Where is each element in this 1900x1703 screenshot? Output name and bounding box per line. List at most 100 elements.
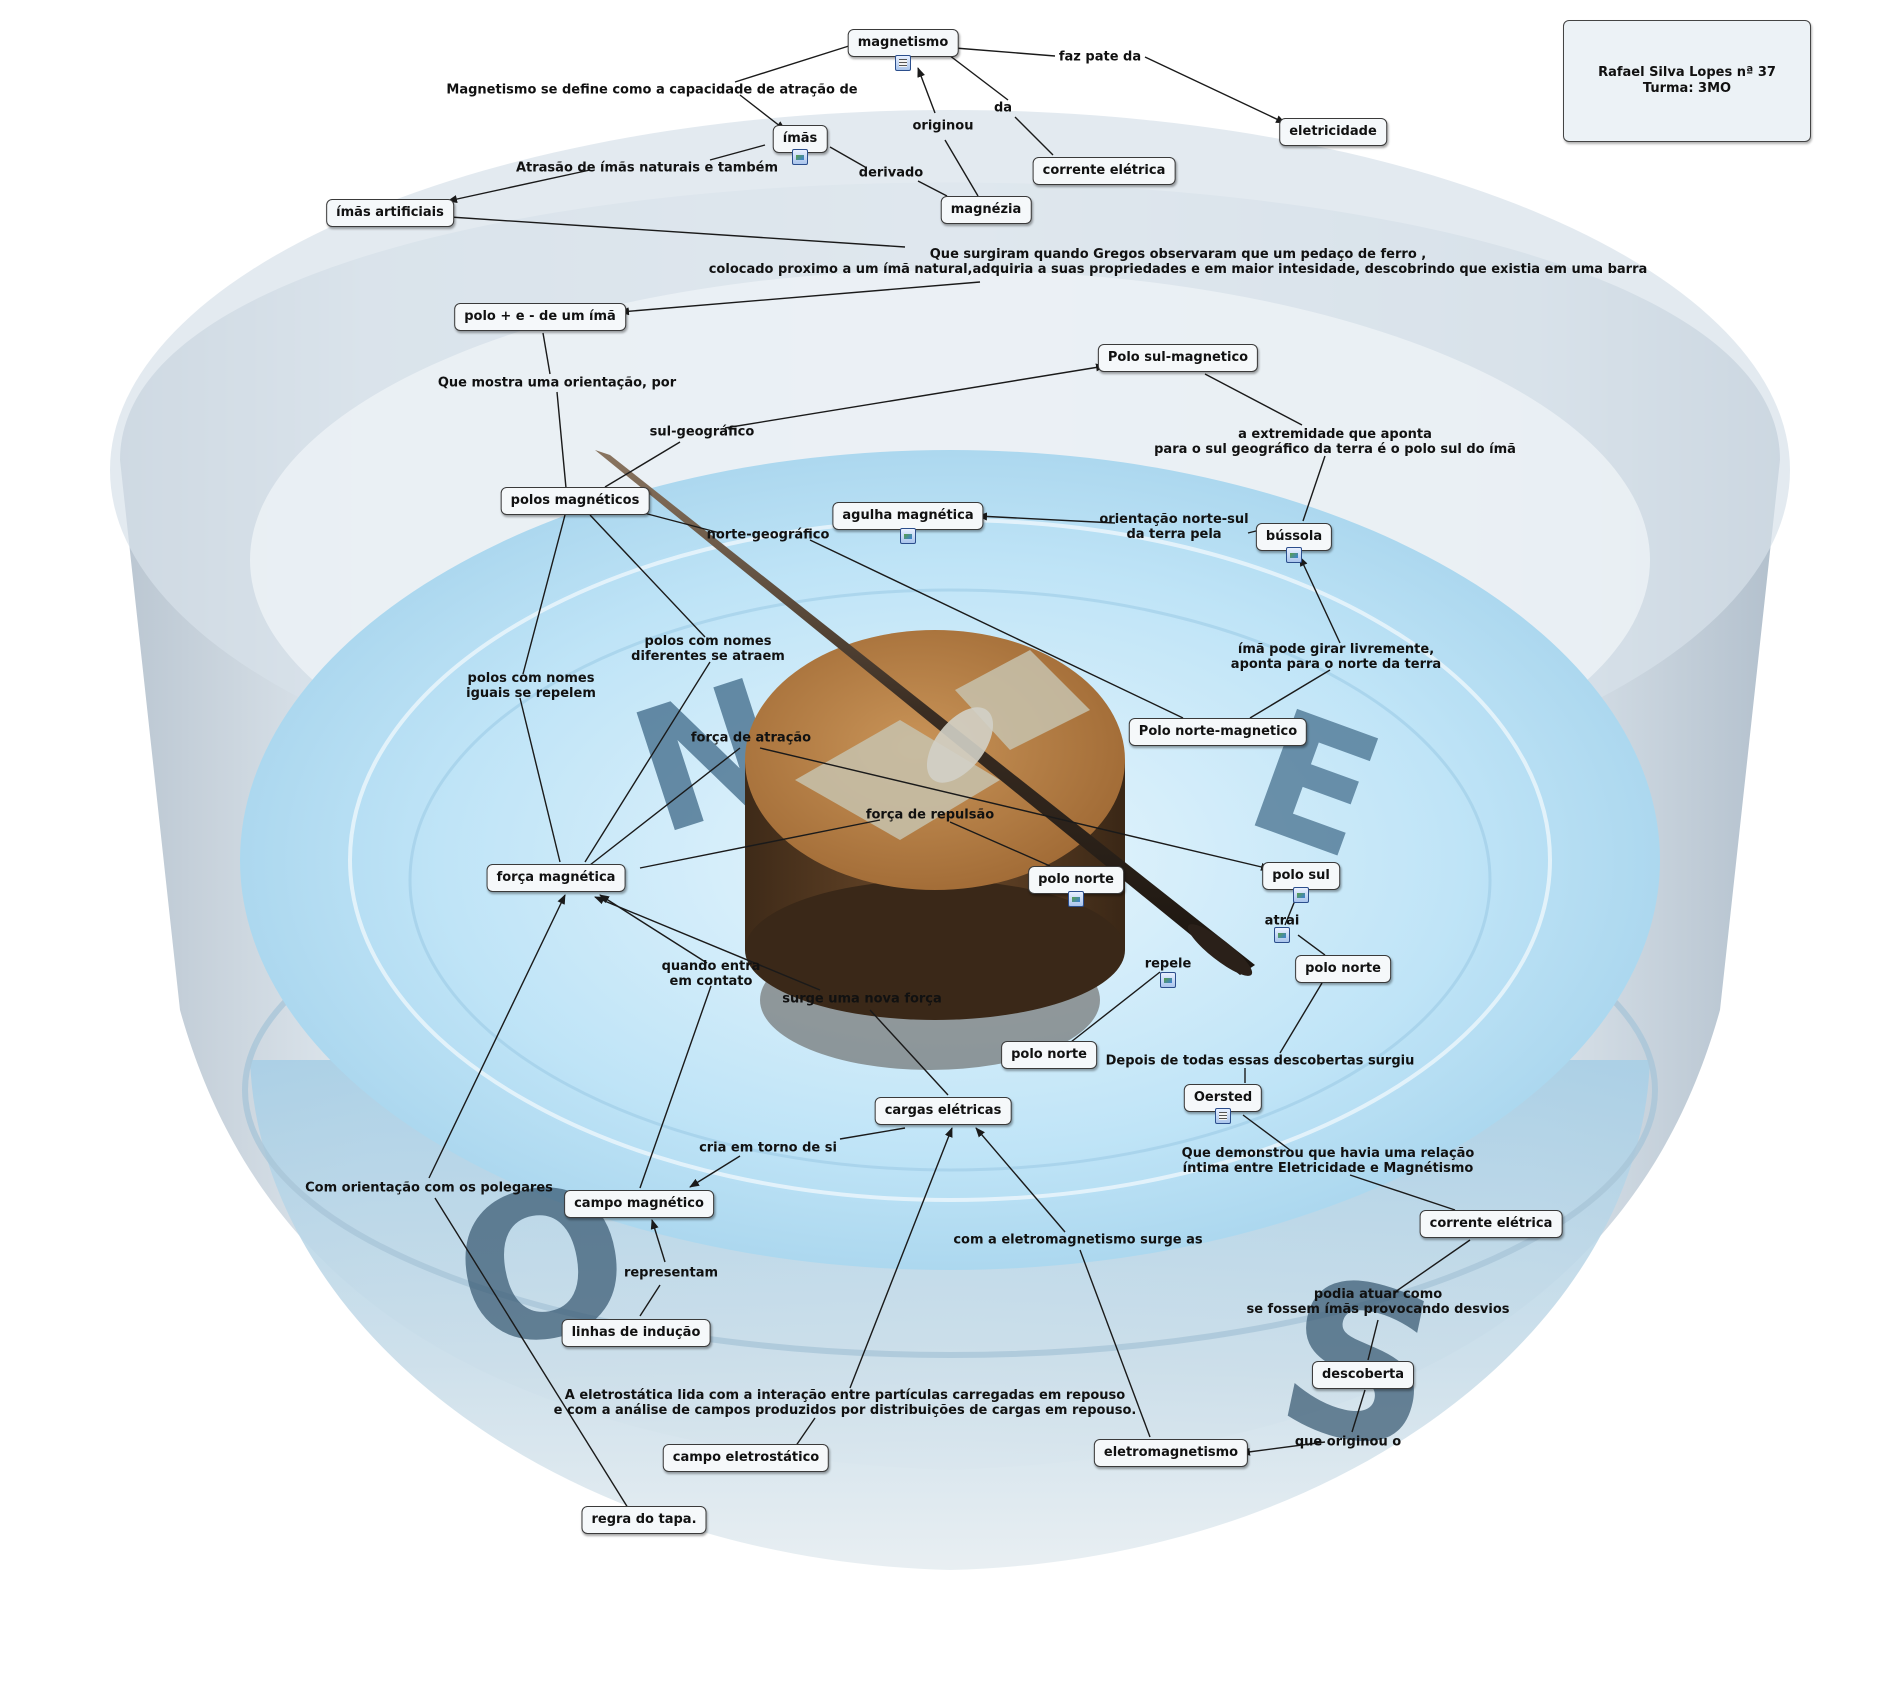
link-surge-nova-forca: surge uma nova força [782, 991, 942, 1007]
connector-line [639, 1284, 661, 1317]
connector-line [639, 511, 721, 534]
link-faz-pate-da: faz pate da [1058, 49, 1142, 65]
connector-line [1302, 455, 1326, 522]
concept-polo-sul-magnetico[interactable]: Polo sul-magnetico [1097, 344, 1259, 372]
link-polos-iguais: polos com nomes iguais se repelem [466, 671, 596, 701]
link-polos-diferentes: polos com nomes diferentes se atraem [631, 634, 785, 664]
concept-polo-norte-magnetico[interactable]: Polo norte-magnetico [1128, 718, 1308, 746]
link-mostra-orientacao: Que mostra uma orientação, por [437, 375, 677, 391]
connector-line [542, 332, 551, 375]
link-norte-geografico: norte-geográfico [706, 527, 830, 543]
link-atrasao: Atrasão de ímãs naturais e também [515, 160, 779, 176]
author-info-box: Rafael Silva Lopes nª 37 Turma: 3MO [1563, 20, 1811, 142]
link-com-orientacao: Com orientação com os polegares [305, 1180, 553, 1196]
connector-line [1349, 1174, 1456, 1211]
concept-imas-artificiais[interactable]: ímãs artificiais [326, 199, 454, 227]
image-resource-icon[interactable] [1160, 972, 1176, 988]
connector-line [1242, 1114, 1291, 1151]
concept-polo-sul[interactable]: polo sul [1262, 862, 1340, 890]
connector-line [869, 1009, 949, 1096]
connector-arrow [447, 169, 591, 203]
connector-line [434, 1197, 629, 1509]
concept-eletricidade[interactable]: eletricidade [1279, 118, 1387, 146]
connector-line [522, 514, 566, 675]
image-resource-icon[interactable] [1286, 547, 1302, 563]
connector-line [589, 747, 741, 866]
concept-polo-norte-3[interactable]: polo norte [1001, 1041, 1097, 1069]
concept-bussola[interactable]: bússola [1255, 523, 1333, 551]
concept-campo-magnetico[interactable]: campo magnético [564, 1190, 714, 1218]
link-forca-atracao: força de atração [690, 730, 812, 746]
link-eletromagnetismo-surge: com a eletromagnetismo surge as [953, 1232, 1203, 1248]
concept-eletromagnetismo[interactable]: eletromagnetismo [1093, 1439, 1249, 1467]
link-repele: repele [1144, 956, 1192, 972]
connector-line [449, 216, 906, 248]
concept-campo-eletrostatico[interactable]: campo eletrostático [662, 1444, 830, 1472]
link-atrai: atrai [1264, 913, 1300, 929]
link-magnetismo-define: Magnetismo se define como a capacidade d… [446, 82, 858, 98]
concept-polos-magneticos[interactable]: polos magnéticos [500, 487, 650, 515]
link-podia-atuar: podia atuar como se fossem ímãs provocan… [1246, 1287, 1510, 1317]
connector-line [1297, 934, 1326, 956]
concept-corrente-eletrica-bottom[interactable]: corrente elétrica [1419, 1210, 1563, 1238]
concept-magnetismo[interactable]: magnetismo [847, 29, 959, 57]
concept-polo-norte-1[interactable]: polo norte [1028, 866, 1124, 894]
image-resource-icon[interactable] [792, 149, 808, 165]
link-originou: originou [912, 118, 974, 134]
connector-arrow [1144, 56, 1286, 124]
link-representam: representam [623, 1265, 719, 1281]
connector-line [1014, 116, 1054, 156]
link-da: da [993, 100, 1013, 116]
connector-arrow [849, 1127, 953, 1389]
concept-polo-norte-2[interactable]: polo norte [1295, 955, 1391, 983]
connector-line [556, 391, 567, 489]
connector-line [1279, 982, 1323, 1054]
link-ima-girar: ímã pode girar livremente, aponta para o… [1230, 642, 1442, 672]
connector-line [1394, 1239, 1471, 1293]
connector-arrow [977, 512, 1116, 524]
link-que-originou: que originou o [1294, 1434, 1402, 1450]
connector-line [944, 51, 1009, 101]
link-forca-repulsao: força de repulsão [865, 807, 995, 823]
connector-line [1367, 1319, 1379, 1361]
concept-corrente-eletrica-top[interactable]: corrente elétrica [1032, 157, 1176, 185]
connector-line [519, 697, 561, 863]
connector-arrow [619, 281, 981, 316]
image-resource-icon[interactable] [1293, 887, 1309, 903]
connector-arrow [594, 896, 821, 991]
concept-agulha-magnetica[interactable]: agulha magnética [832, 502, 984, 530]
connector-arrow [1240, 1441, 1326, 1456]
connector-arrow [1299, 556, 1341, 644]
connector-line [1249, 669, 1331, 719]
link-surgiram: Que surgiram quando Gregos observaram qu… [708, 247, 1648, 277]
document-resource-icon[interactable] [1215, 1108, 1231, 1124]
class-label: Turma: 3MO [1642, 81, 1732, 96]
concept-regra-tapa[interactable]: regra do tapa. [581, 1506, 707, 1534]
image-resource-icon[interactable] [900, 528, 916, 544]
connector-line [809, 539, 1184, 719]
connector-line [1204, 373, 1303, 426]
connector-line [1079, 1249, 1151, 1438]
link-demonstrou: Que demonstrou que havia uma relação ínt… [1181, 1146, 1475, 1176]
connector-line [917, 180, 948, 197]
image-resource-icon[interactable] [1068, 891, 1084, 907]
connector-line [639, 819, 881, 869]
concept-polo-ima[interactable]: polo + e - de um ímã [454, 303, 626, 331]
author-name: Rafael Silva Lopes nª 37 [1598, 65, 1776, 80]
link-quando-entra: quando entra em contato [661, 959, 761, 989]
connector-line [949, 821, 1051, 867]
connector-arrow [975, 1127, 1066, 1233]
concept-cargas-eletricas[interactable]: cargas elétricas [874, 1097, 1012, 1125]
connector-arrow [689, 1155, 741, 1188]
concept-descoberta[interactable]: descoberta [1311, 1361, 1415, 1389]
concept-magnezia[interactable]: magnézia [940, 196, 1032, 224]
concept-forca-magnetica[interactable]: força magnética [486, 864, 626, 892]
link-extremidade: a extremidade que aponta para o sul geog… [1154, 427, 1516, 457]
connector-line [954, 47, 1056, 57]
link-depois: Depois de todas essas descobertas surgiu [1105, 1053, 1415, 1069]
document-resource-icon[interactable] [895, 55, 911, 71]
concept-linhas-inducao[interactable]: linhas de indução [561, 1319, 711, 1347]
connector-line [734, 44, 853, 83]
image-resource-icon[interactable] [1274, 927, 1290, 943]
